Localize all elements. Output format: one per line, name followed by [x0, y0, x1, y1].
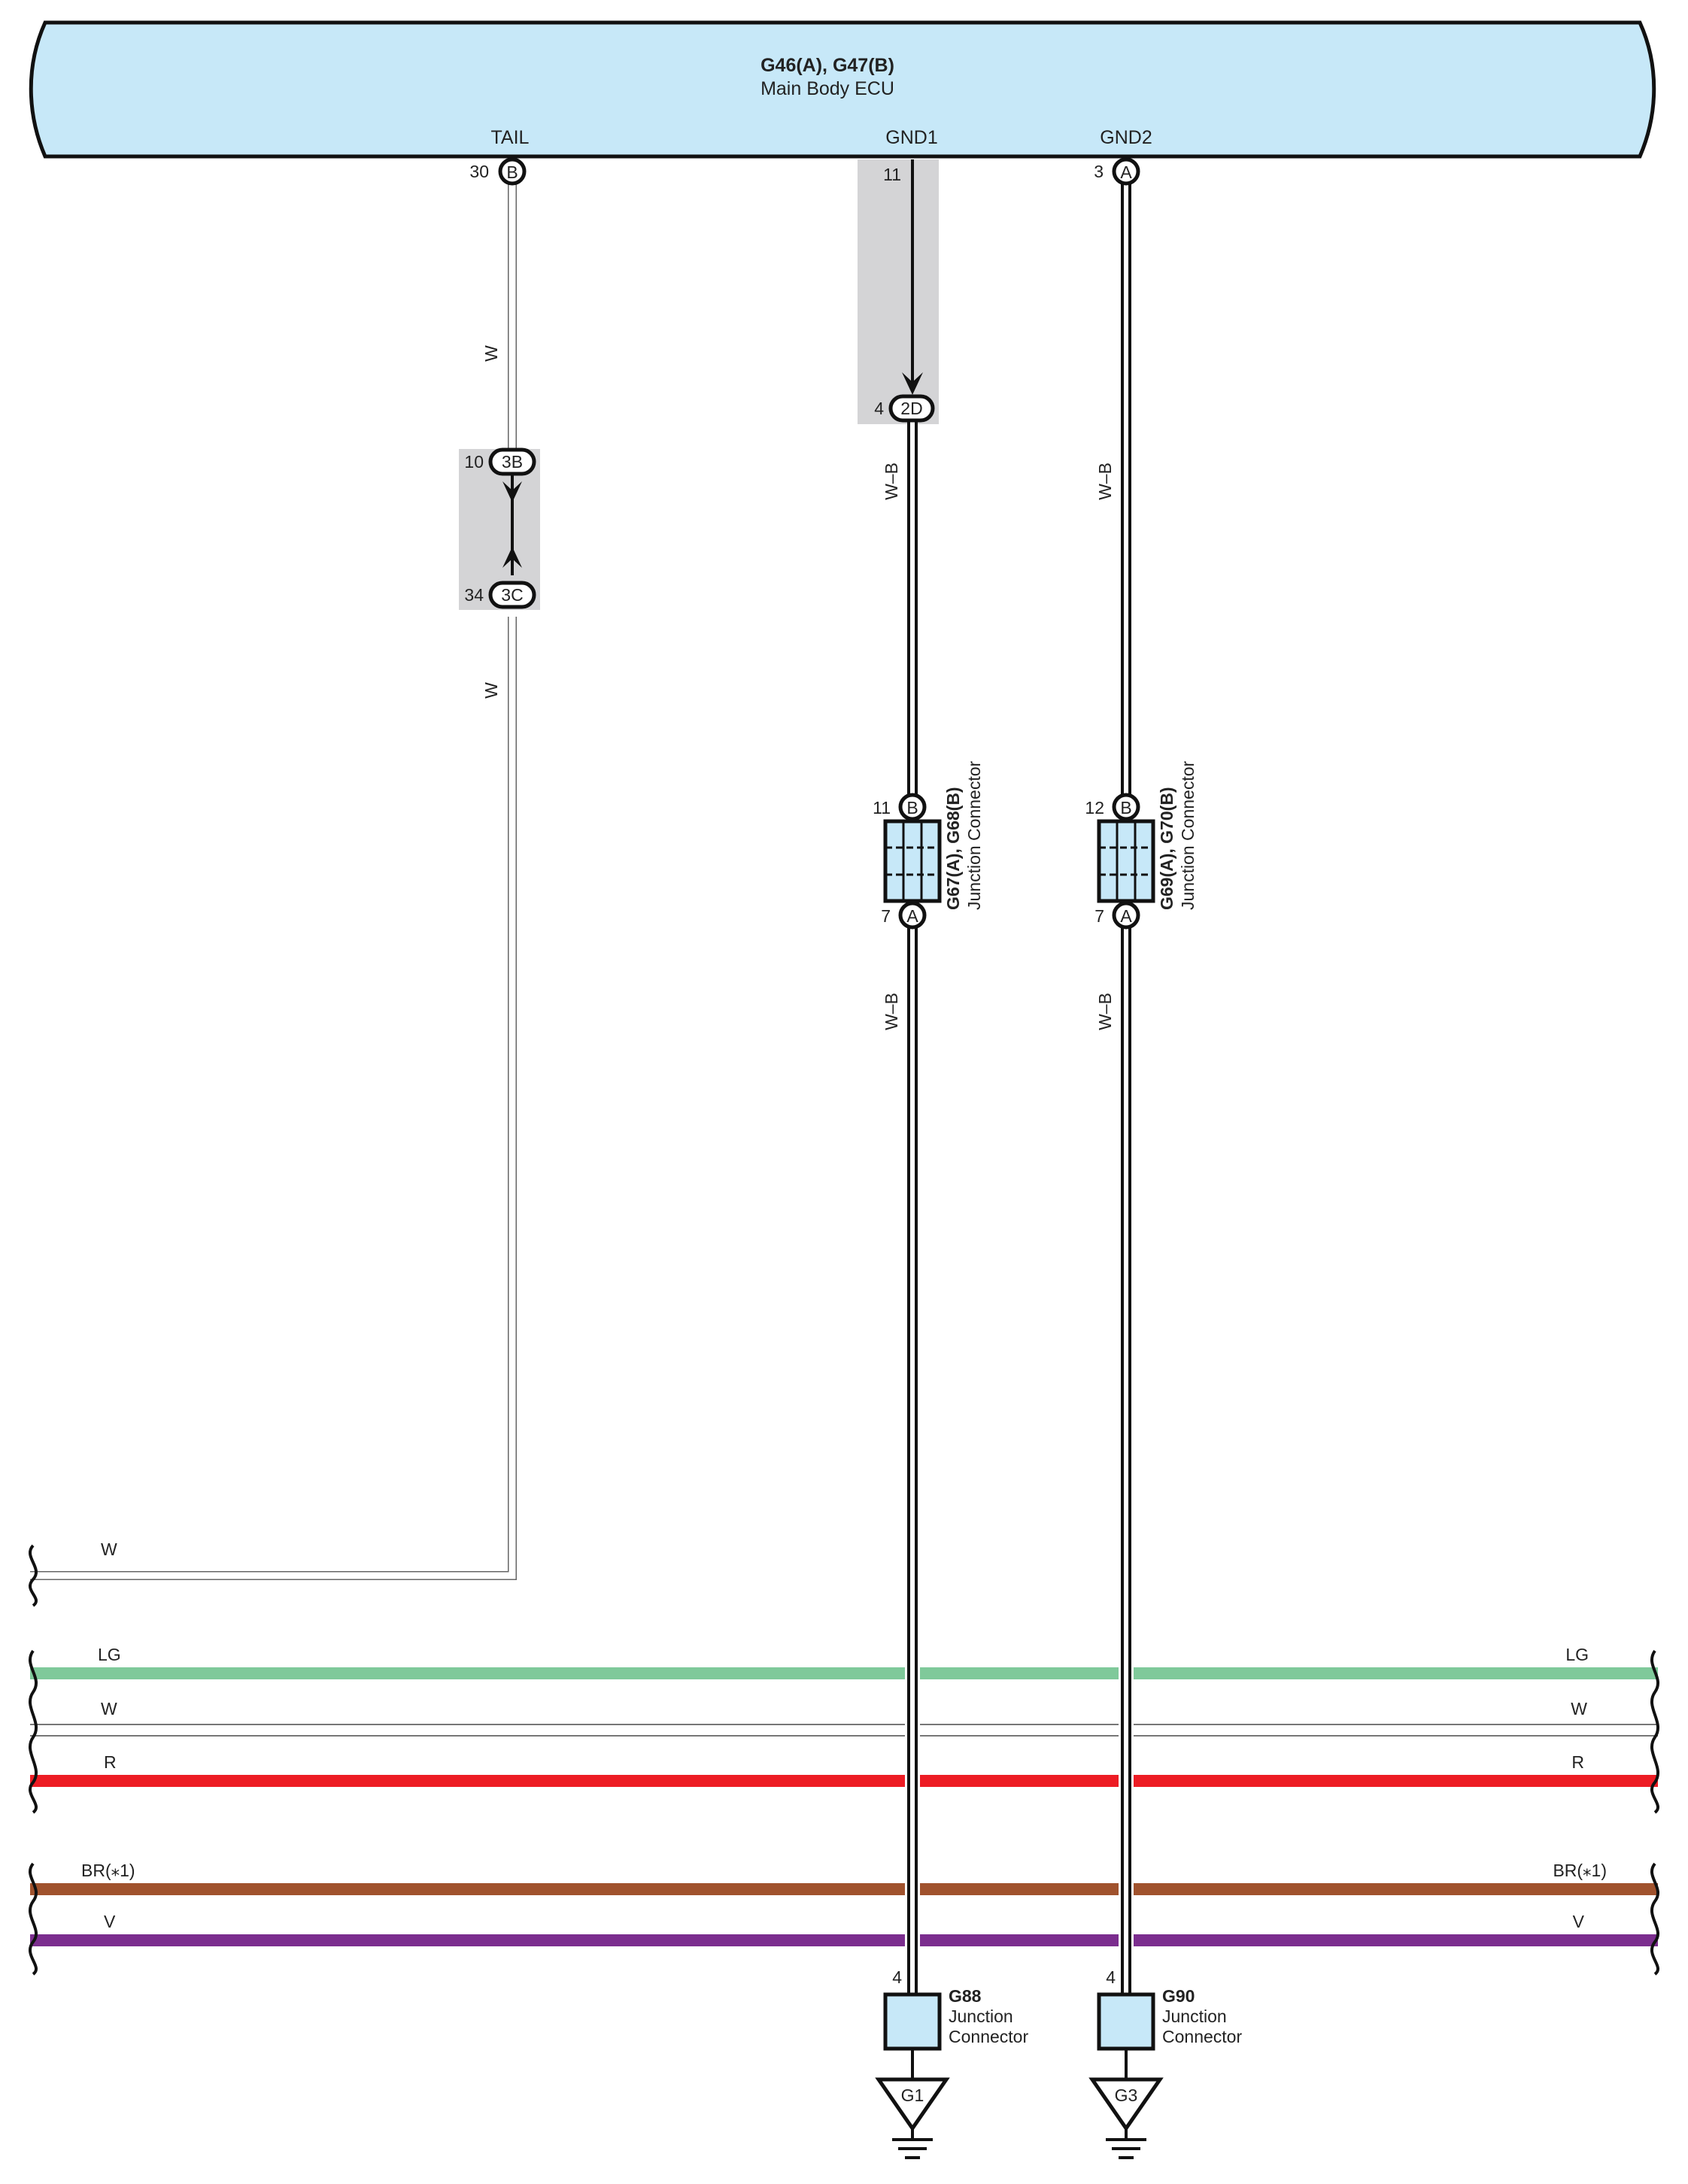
svg-text:B: B [1120, 798, 1131, 817]
pin-2d-num: 4 [874, 399, 884, 418]
ground-g3: G3 [1088, 2077, 1164, 2159]
wire-color-labels: W W W W–B W–B W–B W–B [101, 345, 1115, 1559]
label-tail-upper: W [481, 345, 501, 362]
label-tail-lower: W [481, 682, 501, 699]
tail-wire [30, 180, 522, 1580]
bus-lg-right: LG [1565, 1645, 1589, 1664]
svg-text:A: A [1120, 906, 1132, 926]
label-gnd1-upper: W–B [882, 463, 901, 500]
pin-tail [498, 157, 527, 186]
bus-labels: LG LG W W R R BR(⁎1) BR(⁎1) V V [81, 1645, 1607, 1931]
bus-lg-left: LG [98, 1645, 121, 1664]
svg-text:A: A [1120, 162, 1132, 182]
label-gnd1-lower: W–B [882, 993, 901, 1030]
bus-w-left: W [101, 1699, 117, 1718]
label-tail-bottom: W [101, 1539, 117, 1559]
junction-g90: 4 G90 Junction Connector [1097, 1967, 1242, 2079]
label-gnd2-upper: W–B [1095, 463, 1115, 500]
terminal-gnd1: GND1 [885, 127, 937, 148]
junction-g67: B 11 A 7 G67(A), G68(B) Junction Connect… [873, 760, 984, 930]
svg-text:A: A [906, 906, 918, 926]
bus-br-left: BR(⁎1) [81, 1861, 135, 1880]
g90-line2: Connector [1162, 2027, 1242, 2046]
svg-text:2D: 2D [900, 399, 922, 418]
pin-3c-num: 34 [464, 585, 484, 605]
label-gnd2-lower: W–B [1095, 993, 1115, 1030]
g67-title: G67(A), G68(B) [943, 787, 963, 910]
svg-text:3B: 3B [502, 452, 523, 472]
pin-gnd2-num: 3 [1094, 162, 1104, 181]
ecu-subtitle: Main Body ECU [761, 78, 894, 99]
ecu-box [29, 20, 1656, 159]
g90-title: G90 [1162, 1986, 1195, 2006]
pin-g67-bot-num: 7 [881, 906, 891, 926]
break-marks [28, 1544, 1660, 1976]
g88-line2: Connector [949, 2027, 1028, 2046]
g88-line1: Junction [949, 2007, 1013, 2026]
pin-g67-top-num: 11 [873, 798, 891, 817]
svg-text:3C: 3C [501, 585, 523, 605]
pin-g90-num: 4 [1106, 1967, 1116, 1987]
junction-g88: 4 G88 Junction Connector [883, 1967, 1028, 2079]
splice-shade-gnd1 [858, 159, 939, 424]
pin-3b-num: 10 [464, 452, 484, 472]
pin-g88-num: 4 [892, 1967, 902, 1987]
ground-g1-label: G1 [901, 2085, 924, 2105]
bus-r-left: R [104, 1752, 117, 1772]
pin-3b [488, 447, 536, 476]
pin-tail-num: 30 [469, 162, 489, 181]
pin-g69-top-num: 12 [1085, 798, 1104, 817]
pin-3c [488, 581, 536, 609]
bus-br-right: BR(⁎1) [1553, 1861, 1607, 1880]
pin-g69-bot-num: 7 [1094, 906, 1104, 926]
pin-gnd1-num: 11 [883, 165, 901, 184]
bus-v-right: V [1573, 1912, 1585, 1931]
pin-2d [888, 394, 935, 423]
vertical-overlay [905, 1655, 1134, 1963]
g88-title: G88 [949, 1986, 982, 2006]
svg-text:B: B [906, 798, 918, 817]
svg-text:B: B [506, 162, 518, 182]
bus-r-right: R [1571, 1752, 1584, 1772]
pin-gnd2 [1112, 157, 1140, 186]
ground-g3-label: G3 [1115, 2085, 1138, 2105]
g69-subtitle: Junction Connector [1178, 760, 1198, 910]
main-body-ecu: G46(A), G47(B) Main Body ECU TAIL GND1 G… [29, 20, 1656, 159]
g67-subtitle: Junction Connector [964, 760, 984, 910]
g90-line1: Junction [1162, 2007, 1227, 2026]
bus-v-left: V [104, 1912, 116, 1931]
bus-w-right: W [1571, 1699, 1587, 1718]
terminal-tail: TAIL [491, 127, 530, 148]
terminal-gnd2: GND2 [1100, 127, 1152, 148]
ground-g1: G1 [875, 2077, 950, 2159]
ecu-title: G46(A), G47(B) [761, 55, 894, 76]
g69-title: G69(A), G70(B) [1157, 787, 1176, 910]
connector-pins: B 30 11 A 3 2D 4 3B 10 3C 34 [464, 157, 1140, 609]
junction-g69: B 12 A 7 G69(A), G70(B) Junction Connect… [1085, 760, 1198, 930]
bus-lines [30, 1667, 1658, 1946]
